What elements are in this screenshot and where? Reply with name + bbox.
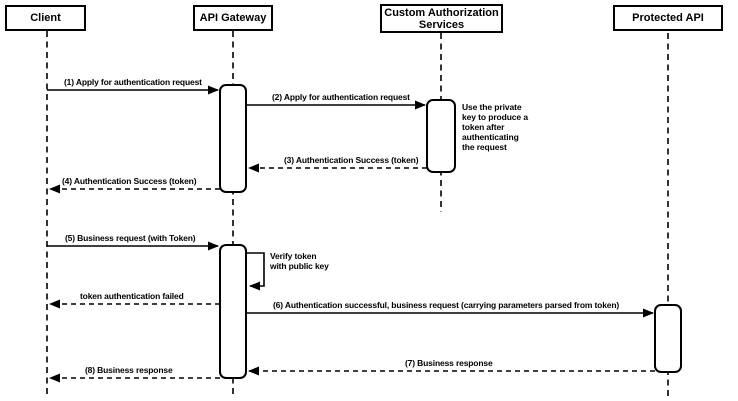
participant-api-gateway-label: API Gateway <box>199 12 267 24</box>
message-label-token-failed: token authentication failed <box>80 291 184 301</box>
note-line-2: key to produce a <box>462 112 528 122</box>
message-label-6: (6) Authentication successful, business … <box>273 300 620 310</box>
message-label-5: (5) Business request (with Token) <box>65 233 196 243</box>
message-label-8: (8) Business response <box>85 365 173 375</box>
note-line-5: the request <box>462 142 507 152</box>
self-message-arrow-verify-token <box>246 252 265 291</box>
self-message-label-line-2: with public key <box>270 261 329 271</box>
activation-bar-gateway-auth <box>219 84 247 193</box>
self-message-label-line-1: Verify token <box>270 251 317 261</box>
note-private-key: Use the private key to produce a token a… <box>462 102 528 152</box>
participant-client: Client <box>5 5 86 31</box>
activation-bars <box>219 84 682 379</box>
message-label-7: (7) Business response <box>405 358 493 368</box>
message-label-3: (3) Authentication Success (token) <box>284 155 419 165</box>
participant-protected-api: Protected API <box>613 5 723 31</box>
participant-protected-api-label: Protected API <box>632 12 704 24</box>
message-label-4: (4) Authentication Success (token) <box>62 176 197 186</box>
request-arrows <box>47 85 654 318</box>
activation-bar-gateway-business <box>219 244 247 379</box>
note-line-4: authenticating <box>462 132 519 142</box>
activation-bar-custom-auth <box>426 99 456 173</box>
response-arrows <box>49 163 655 383</box>
participant-custom-auth-services: Custom Authorization Services <box>380 4 503 33</box>
self-message-label-verify-token: Verify token with public key <box>270 251 329 271</box>
note-line-1: Use the private <box>462 102 522 112</box>
participant-custom-auth-services-label: Custom Authorization Services <box>384 6 499 31</box>
participant-api-gateway: API Gateway <box>193 5 273 31</box>
participant-client-label: Client <box>30 12 61 24</box>
message-label-2: (2) Apply for authentication request <box>272 92 410 102</box>
message-label-1: (1) Apply for authentication request <box>64 77 202 87</box>
note-line-3: token after <box>462 122 505 132</box>
activation-bar-protected-api <box>654 304 682 373</box>
